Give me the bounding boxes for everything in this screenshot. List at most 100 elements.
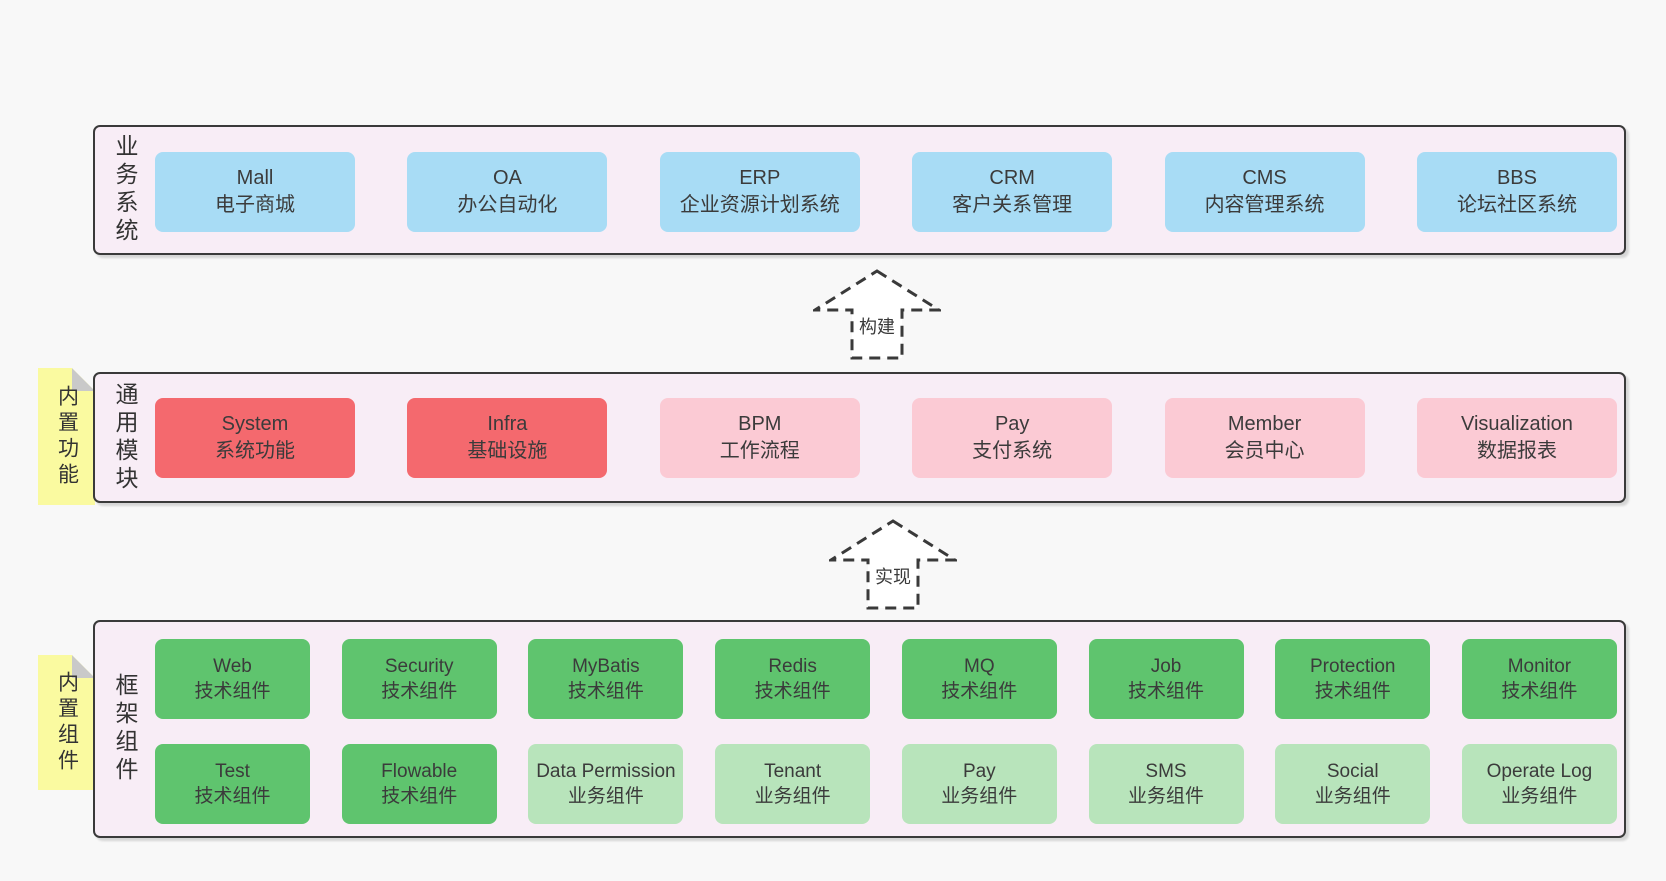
box-test: Test 技术组件 xyxy=(155,744,310,824)
box-subtitle: 技术组件 xyxy=(1128,681,1205,702)
box-pay-component: Pay 业务组件 xyxy=(901,744,1057,824)
box-subtitle: 内容管理系统 xyxy=(1204,194,1325,216)
box-title: Pay xyxy=(994,413,1030,435)
box-subtitle: 支付系统 xyxy=(972,440,1053,462)
box-visualization: Visualization 数据报表 xyxy=(1416,398,1617,478)
implement-arrow-label: 实现 xyxy=(873,563,913,589)
box-subtitle: 数据报表 xyxy=(1476,440,1557,462)
box-title: BBS xyxy=(1496,167,1537,189)
box-title: CMS xyxy=(1242,167,1287,189)
box-subtitle: 技术组件 xyxy=(1501,681,1578,702)
box-subtitle: 技术组件 xyxy=(1314,681,1391,702)
box-subtitle: 电子商城 xyxy=(215,194,295,216)
box-subtitle: 技术组件 xyxy=(194,786,271,807)
box-title: Pay xyxy=(962,761,996,782)
sticky-note-built-in-components: 内置组件 xyxy=(38,655,95,790)
box-title: Tenant xyxy=(764,761,822,782)
box-sms: SMS 业务组件 xyxy=(1088,744,1244,824)
box-mq: MQ 技术组件 xyxy=(901,639,1057,719)
box-title: Redis xyxy=(768,656,817,677)
box-operate-log: Operate Log 业务组件 xyxy=(1461,744,1617,824)
box-monitor: Monitor 技术组件 xyxy=(1461,639,1617,719)
box-title: BPM xyxy=(738,413,782,435)
sticky-note-built-in-features: 内置功能 xyxy=(38,368,95,505)
box-subtitle: 工作流程 xyxy=(719,440,800,462)
box-subtitle: 业务组件 xyxy=(1128,786,1205,807)
box-subtitle: 办公自动化 xyxy=(457,194,558,216)
box-system: System 系统功能 xyxy=(155,398,355,478)
business-systems-row: Mall 电子商城 OA 办公自动化 ERP 企业资源计划系统 CRM 客户关系… xyxy=(155,152,1617,232)
box-subtitle: 业务组件 xyxy=(1314,786,1391,807)
build-arrow-label: 构建 xyxy=(857,313,897,339)
box-bbs: BBS 论坛社区系统 xyxy=(1416,152,1617,232)
box-flowable: Flowable 技术组件 xyxy=(341,744,497,824)
box-job: Job 技术组件 xyxy=(1088,639,1244,719)
box-title: Mall xyxy=(236,167,274,189)
framework-components-row-1: Web 技术组件 Security 技术组件 MyBatis 技术组件 Redi… xyxy=(155,639,1617,719)
box-title: Operate Log xyxy=(1486,761,1593,782)
box-subtitle: 技术组件 xyxy=(567,681,644,702)
box-erp: ERP 企业资源计划系统 xyxy=(659,152,860,232)
box-title: Social xyxy=(1326,761,1379,782)
business-systems-panel: 业务系统 Mall 电子商城 OA 办公自动化 ERP 企业资源计划系统 CRM… xyxy=(93,125,1626,255)
box-title: Web xyxy=(213,656,252,677)
box-web: Web 技术组件 xyxy=(155,639,310,719)
common-modules-row: System 系统功能 Infra 基础设施 BPM 工作流程 Pay 支付系统… xyxy=(155,398,1617,478)
box-bpm: BPM 工作流程 xyxy=(659,398,860,478)
box-title: Monitor xyxy=(1507,656,1572,677)
box-subtitle: 技术组件 xyxy=(381,786,458,807)
box-cms: CMS 内容管理系统 xyxy=(1164,152,1365,232)
box-title: Test xyxy=(215,761,250,782)
box-title: Job xyxy=(1150,656,1182,677)
box-subtitle: 技术组件 xyxy=(941,681,1018,702)
box-social: Social 业务组件 xyxy=(1275,744,1431,824)
box-redis: Redis 技术组件 xyxy=(715,639,871,719)
box-title: MyBatis xyxy=(572,656,640,677)
box-mybatis: MyBatis 技术组件 xyxy=(528,639,684,719)
box-title: Member xyxy=(1227,413,1302,435)
box-subtitle: 会员中心 xyxy=(1224,440,1305,462)
box-data-permission: Data Permission 业务组件 xyxy=(528,744,684,824)
box-title: SMS xyxy=(1145,761,1187,782)
box-subtitle: 业务组件 xyxy=(754,786,831,807)
box-title: Security xyxy=(384,656,454,677)
box-subtitle: 业务组件 xyxy=(1501,786,1578,807)
framework-components-panel: 框架组件 Web 技术组件 Security 技术组件 MyBatis 技术组件… xyxy=(93,620,1626,838)
box-title: CRM xyxy=(989,167,1035,189)
box-title: Infra xyxy=(487,413,528,435)
box-mall: Mall 电子商城 xyxy=(155,152,355,232)
box-tenant: Tenant 业务组件 xyxy=(715,744,871,824)
box-title: System xyxy=(221,413,289,435)
box-security: Security 技术组件 xyxy=(341,639,497,719)
box-member: Member 会员中心 xyxy=(1164,398,1365,478)
box-title: MQ xyxy=(964,656,995,677)
box-subtitle: 技术组件 xyxy=(754,681,831,702)
framework-components-row-2: Test 技术组件 Flowable 技术组件 Data Permission … xyxy=(155,744,1617,824)
box-pay-system: Pay 支付系统 xyxy=(912,398,1113,478)
box-subtitle: 论坛社区系统 xyxy=(1456,194,1577,216)
build-arrow: 构建 xyxy=(813,269,941,360)
box-subtitle: 业务组件 xyxy=(567,786,644,807)
box-subtitle: 客户关系管理 xyxy=(952,194,1073,216)
panel-side-label: 业务系统 xyxy=(112,134,138,246)
box-title: Protection xyxy=(1309,656,1396,677)
implement-arrow: 实现 xyxy=(829,519,957,610)
box-crm: CRM 客户关系管理 xyxy=(912,152,1113,232)
box-title: Visualization xyxy=(1460,413,1573,435)
box-title: Flowable xyxy=(381,761,458,782)
panel-side-label: 通用模块 xyxy=(112,381,138,494)
box-subtitle: 基础设施 xyxy=(467,440,548,462)
common-modules-panel: 通用模块 System 系统功能 Infra 基础设施 BPM 工作流程 Pay… xyxy=(93,372,1626,503)
panel-side-label: 框架组件 xyxy=(112,673,138,785)
note-label: 内置组件 xyxy=(55,670,79,775)
box-infra: Infra 基础设施 xyxy=(407,398,608,478)
box-subtitle: 技术组件 xyxy=(381,681,458,702)
box-oa: OA 办公自动化 xyxy=(407,152,608,232)
box-subtitle: 技术组件 xyxy=(194,681,271,702)
box-title: Data Permission xyxy=(536,761,676,782)
box-title: OA xyxy=(492,167,522,189)
note-label: 内置功能 xyxy=(55,384,79,489)
box-protection: Protection 技术组件 xyxy=(1275,639,1431,719)
box-title: ERP xyxy=(739,167,781,189)
